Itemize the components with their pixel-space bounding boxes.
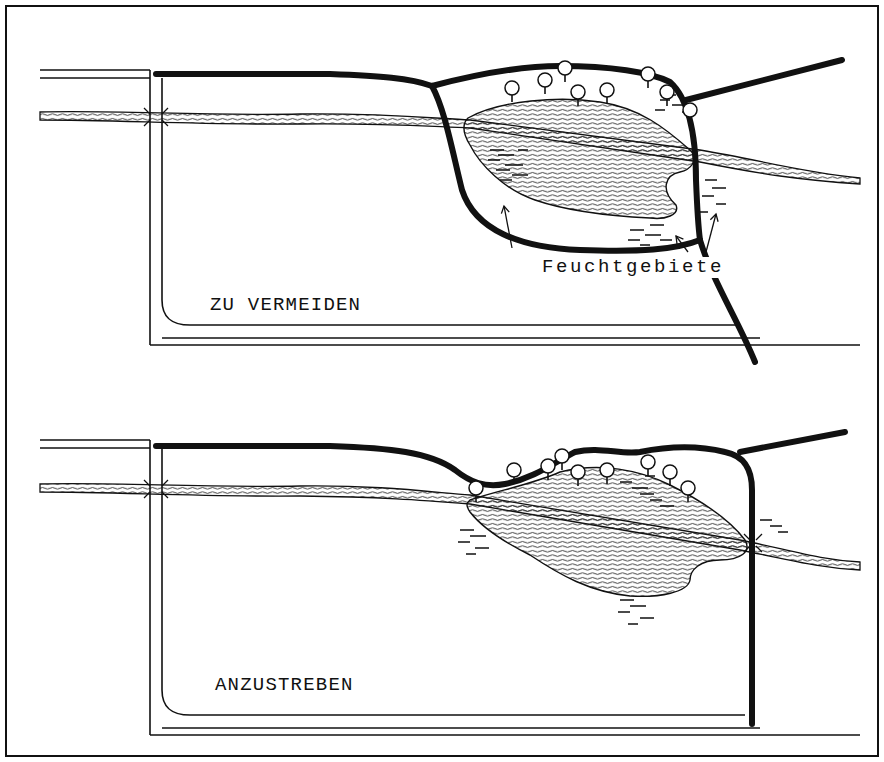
panel-caption: ZU VERMEIDEN — [210, 296, 361, 315]
bottom-panel — [40, 432, 860, 735]
top-panel — [40, 60, 860, 362]
panel-caption: ANZUSTREBEN — [215, 676, 354, 695]
wetland-label: Feuchtgebiete — [540, 257, 726, 278]
